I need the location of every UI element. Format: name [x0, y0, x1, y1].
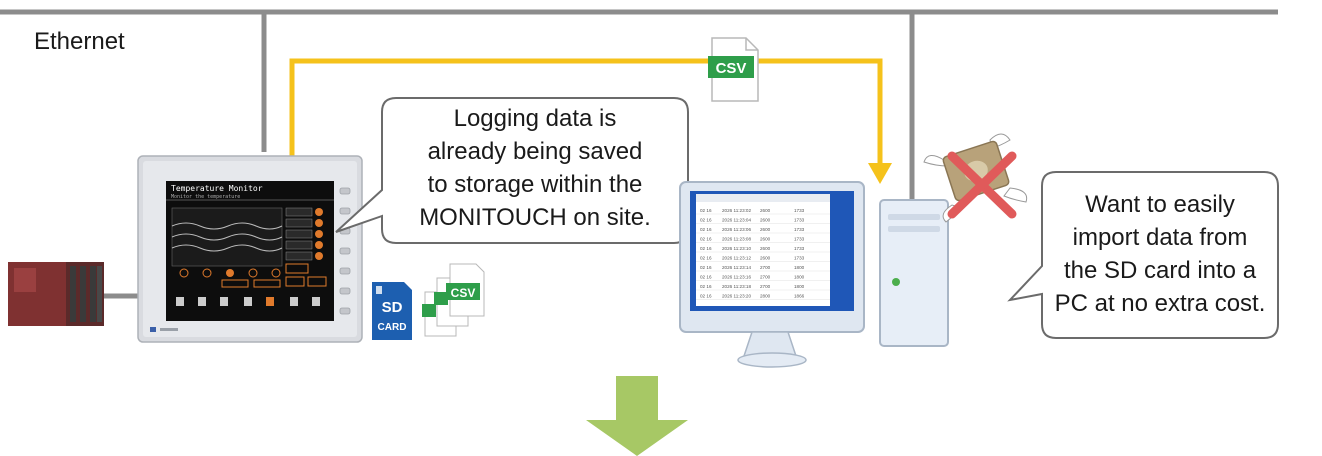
- spreadsheet-cell: 2700: [760, 265, 771, 270]
- spreadsheet-cell: 1733: [794, 208, 805, 213]
- ethernet-network: [0, 9, 1278, 299]
- spreadsheet-cell: 02 16: [700, 208, 712, 213]
- right-bubble-line: import data from: [1072, 224, 1248, 251]
- plc-device: [8, 262, 104, 326]
- spreadsheet-cell: 2026 11:23:18: [722, 284, 751, 289]
- left-bubble-line: MONITOUCH on site.: [419, 204, 651, 231]
- hmi-screen-subtitle: Monitor the temperature: [171, 194, 240, 200]
- spreadsheet-window: [696, 194, 830, 306]
- spreadsheet-cell: 02 16: [700, 237, 712, 242]
- spreadsheet-cell: 2026 11:23:20: [722, 294, 751, 299]
- spreadsheet-cell: 2026 11:23:16: [722, 275, 751, 280]
- sd-card-label-bottom: CARD: [378, 322, 407, 333]
- spreadsheet-cell: 2026 11:23:08: [722, 237, 751, 242]
- spreadsheet-cell: 2026 11:23:12: [722, 256, 751, 261]
- monitouch-hmi: [137, 155, 363, 343]
- spreadsheet-cell: 2700: [760, 284, 771, 289]
- spreadsheet-cell: 02 16: [700, 227, 712, 232]
- spreadsheet-cell: 1800: [794, 284, 805, 289]
- spreadsheet-cell: 02 16: [700, 294, 712, 299]
- data-flow-arrow: [289, 58, 892, 184]
- hmi-screen-title: Temperature Monitor: [171, 184, 263, 193]
- spreadsheet-cell: 2026 11:23:10: [722, 246, 751, 251]
- spreadsheet-cell: 2600: [760, 256, 771, 261]
- spreadsheet-cell: 02 16: [700, 246, 712, 251]
- spreadsheet-rows: 02 16 2026 11:23:02 2600 1733 02 16 2026 11:2…: [696, 208, 830, 300]
- spreadsheet-cell: 02 16: [700, 218, 712, 223]
- pc-tower: [879, 199, 949, 347]
- spreadsheet-cell: 02 16: [700, 284, 712, 289]
- right-bubble-line: PC at no extra cost.: [1054, 290, 1266, 317]
- right-bubble-text: Want to easily import data from the SD c…: [1042, 188, 1278, 320]
- spreadsheet-cell: 2600: [760, 237, 771, 242]
- csv-file-label: CSV: [716, 60, 747, 77]
- spreadsheet-cell: 2600: [760, 218, 771, 223]
- spreadsheet-cell: 2800: [760, 294, 771, 299]
- spreadsheet-cell: 1733: [794, 246, 805, 251]
- down-arrow: [586, 376, 688, 456]
- spreadsheet-cell: 1733: [794, 237, 805, 242]
- spreadsheet-cell: 1866: [794, 294, 805, 299]
- spreadsheet-cell: 2026 11:23:02: [722, 208, 751, 213]
- spreadsheet-cell: 2026 11:23:06: [722, 227, 751, 232]
- left-bubble-text: Logging data is already being saved to s…: [382, 102, 688, 234]
- right-bubble-line: Want to easily: [1085, 191, 1235, 218]
- spreadsheet-cell: 02 16: [700, 265, 712, 270]
- ethernet-label: Ethernet: [34, 28, 125, 55]
- spreadsheet-cell: 02 16: [700, 256, 712, 261]
- pc-monitor: [679, 181, 865, 368]
- spreadsheet-cell: 2600: [760, 246, 771, 251]
- spreadsheet-cell: 2600: [760, 208, 771, 213]
- left-bubble-line: to storage within the: [427, 171, 643, 198]
- spreadsheet-cell: 1733: [794, 256, 805, 261]
- spreadsheet-cell: 1800: [794, 275, 805, 280]
- left-speech-bubble: [335, 97, 689, 244]
- spreadsheet-cell: 2700: [760, 275, 771, 280]
- right-speech-bubble: [1007, 171, 1279, 339]
- spreadsheet-cell: 1733: [794, 218, 805, 223]
- sd-card-icon: [372, 282, 412, 340]
- csv-file-icon: [708, 37, 759, 102]
- spreadsheet-cell: 1800: [794, 265, 805, 270]
- spreadsheet-cell: 02 16: [700, 275, 712, 280]
- cross-mark-icon: [947, 151, 1017, 219]
- spreadsheet-cell: 1733: [794, 227, 805, 232]
- left-bubble-line: already being saved: [427, 138, 643, 165]
- csv-stack-label: CSV: [451, 286, 476, 300]
- left-bubble-line: Logging data is: [453, 105, 617, 132]
- spreadsheet-cell: 2026 11:23:14: [722, 265, 751, 270]
- csv-file-stack-icon: [422, 263, 485, 337]
- spreadsheet-cell: 2026 11:23:04: [722, 218, 751, 223]
- sd-card-label-top: SD: [382, 299, 403, 316]
- right-bubble-line: the SD card into a: [1063, 257, 1257, 284]
- spreadsheet-cell: 2600: [760, 227, 771, 232]
